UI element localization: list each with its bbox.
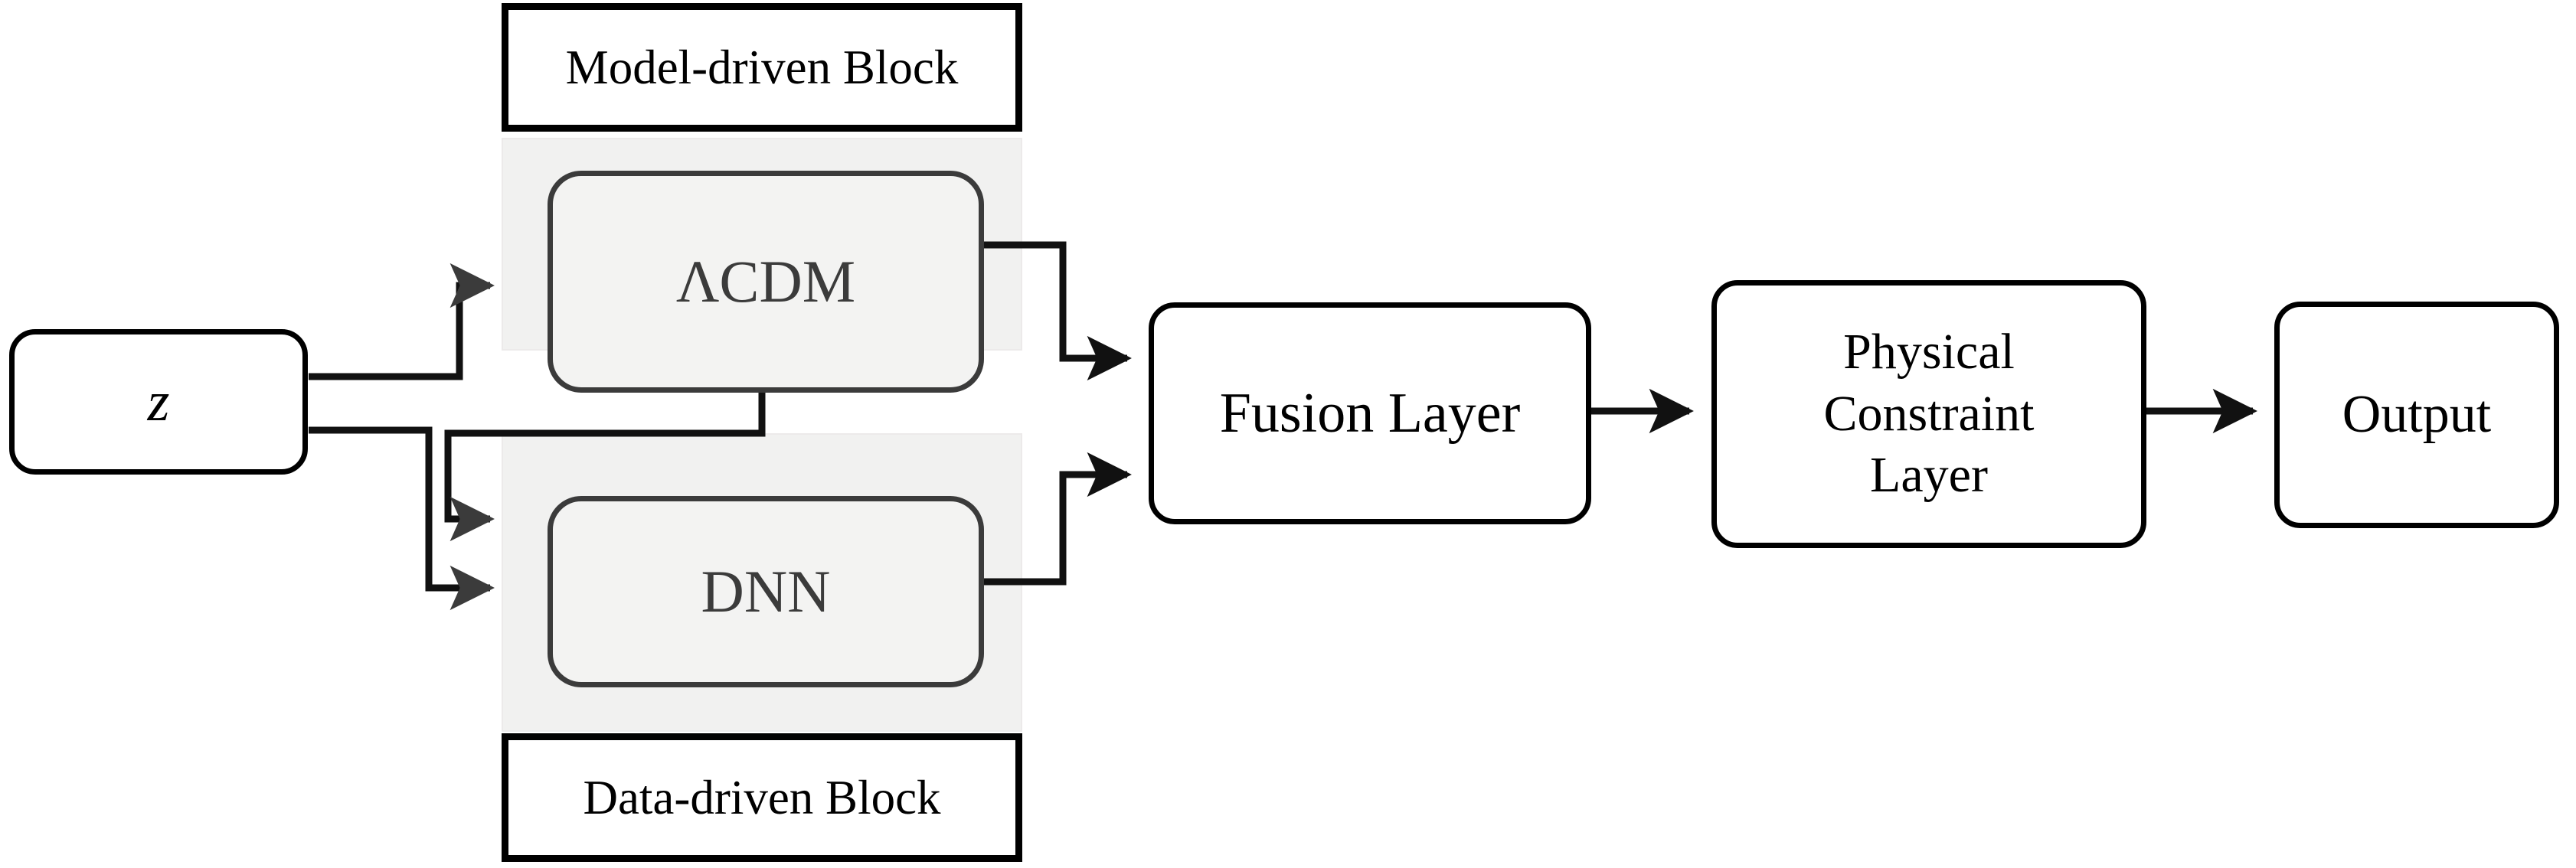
node-lcdm[interactable]: ΛCDM: [548, 171, 984, 393]
node-constraint-line-1: Physical: [1843, 324, 2015, 380]
node-fusion-layer-label: Fusion Layer: [1219, 381, 1521, 445]
edge-dnn-to-fusion: [980, 452, 1132, 586]
node-dnn-label: DNN: [701, 558, 831, 625]
node-lcdm-label: ΛCDM: [675, 248, 856, 315]
node-constraint-line-2: Constraint: [1823, 385, 2035, 442]
node-dnn[interactable]: DNN: [548, 496, 984, 687]
edge-z-to-dnn: [309, 426, 495, 611]
model-driven-block-label-box: Model-driven Block: [502, 3, 1022, 132]
edge-lcdm-to-fusion: [980, 241, 1132, 381]
data-driven-block-label: Data-driven Block: [583, 770, 941, 824]
node-input-z[interactable]: z: [9, 329, 308, 475]
node-output[interactable]: Output: [2274, 302, 2559, 528]
node-output-label: Output: [2342, 385, 2492, 445]
node-constraint-line-3: Layer: [1870, 447, 1988, 504]
edge-lcdm-to-dnn: [444, 390, 766, 542]
model-driven-block-label: Model-driven Block: [565, 40, 959, 94]
node-fusion-layer[interactable]: Fusion Layer: [1149, 302, 1591, 524]
data-driven-block-label-box: Data-driven Block: [502, 733, 1022, 862]
edge-z-to-lcdm: [309, 263, 495, 380]
node-input-z-label: z: [147, 370, 170, 433]
node-physical-constraint-layer[interactable]: Physical Constraint Layer: [1711, 280, 2146, 548]
